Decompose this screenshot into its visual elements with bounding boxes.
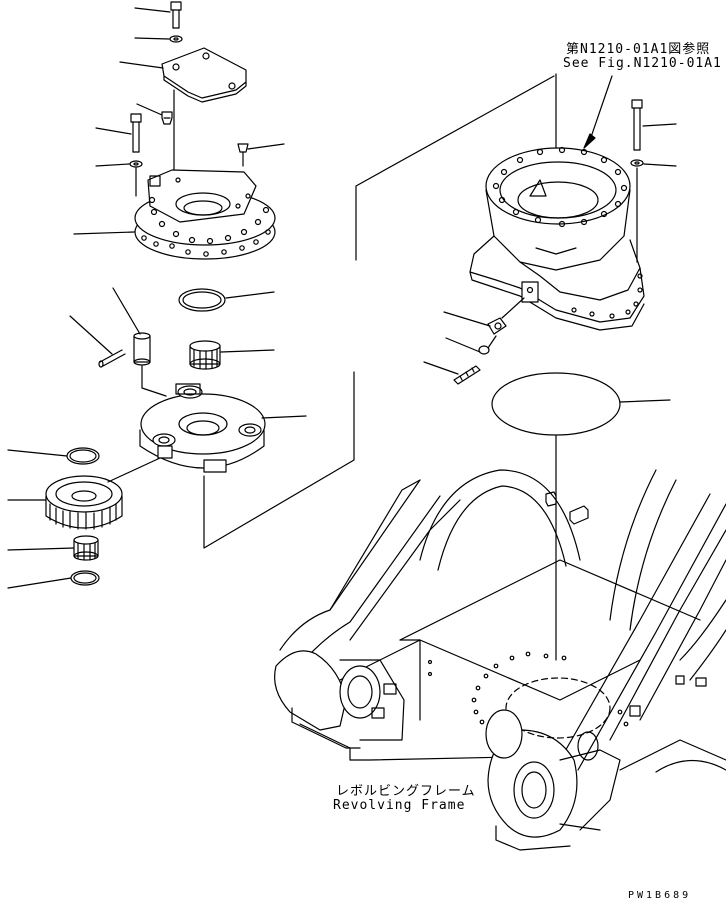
leader-line: [226, 292, 274, 298]
washer-part: [631, 160, 643, 166]
bolt-part: [171, 2, 181, 28]
swing-housing-part: [135, 170, 275, 259]
leader-line: [120, 62, 163, 68]
reference-arrow-line: [590, 76, 612, 140]
leader-line: [620, 400, 670, 402]
leader-line: [8, 578, 71, 588]
washer-part: [170, 36, 182, 42]
assembly-guide-line: [204, 372, 354, 548]
leader-line: [221, 350, 274, 352]
grease-fitting-part: [488, 298, 524, 334]
leader-line: [8, 548, 74, 550]
leader-line: [644, 164, 676, 166]
sleeve-part: [134, 333, 150, 365]
elbow-part: [479, 336, 496, 354]
leader-line: [70, 316, 112, 354]
revolving-frame-label-jp: レボルビングフレーム: [336, 784, 476, 799]
planetary-carrier-part: [140, 384, 265, 472]
leader-line: [137, 104, 162, 115]
leader-line: [135, 8, 170, 12]
revolving-frame-part: [275, 470, 726, 850]
planet-gear-part: [46, 476, 122, 529]
assembly-guide-line: [142, 366, 166, 396]
revolving-frame-label-en: Revolving Frame: [333, 798, 466, 813]
assembly-guide-line: [108, 458, 160, 482]
bolt-part: [131, 114, 141, 152]
thrust-ring-part: [67, 448, 99, 464]
leader-line: [8, 450, 67, 456]
washer-part: [130, 161, 142, 167]
leader-line: [135, 38, 169, 39]
leader-line: [560, 824, 600, 830]
plug-part: [162, 112, 172, 124]
leader-line: [113, 288, 140, 334]
stopper-block-part: [546, 492, 706, 686]
needle-bearing-part: [74, 536, 98, 560]
drawing-code: PW1B689: [628, 890, 692, 901]
leader-line: [248, 144, 284, 149]
assembly-guide-line: [356, 76, 554, 260]
dowel-pin-part: [99, 350, 125, 367]
bolt-part: [632, 100, 642, 150]
leader-line: [262, 416, 306, 418]
thrust-ring-part: [71, 571, 99, 585]
leader-line: [643, 124, 676, 126]
reference-label-en: See Fig.N1210-01A1: [563, 56, 722, 71]
cover-plate-part: [162, 48, 246, 102]
leader-line: [444, 312, 490, 326]
leader-line: [424, 362, 458, 374]
reference-arrow-head: [584, 134, 595, 148]
leader-line: [96, 164, 129, 166]
plug-part: [238, 144, 248, 166]
needle-bearing-part: [190, 341, 220, 369]
leader-line: [96, 128, 131, 134]
o-ring-part: [179, 289, 225, 311]
leader-line: [74, 232, 134, 234]
gasket-part: [492, 373, 620, 435]
leader-line: [446, 338, 480, 352]
swing-machinery-case-part: [470, 148, 644, 331]
reference-label-jp: 第N1210-01A1図参照: [566, 42, 711, 57]
grease-pipe-part: [454, 366, 480, 384]
